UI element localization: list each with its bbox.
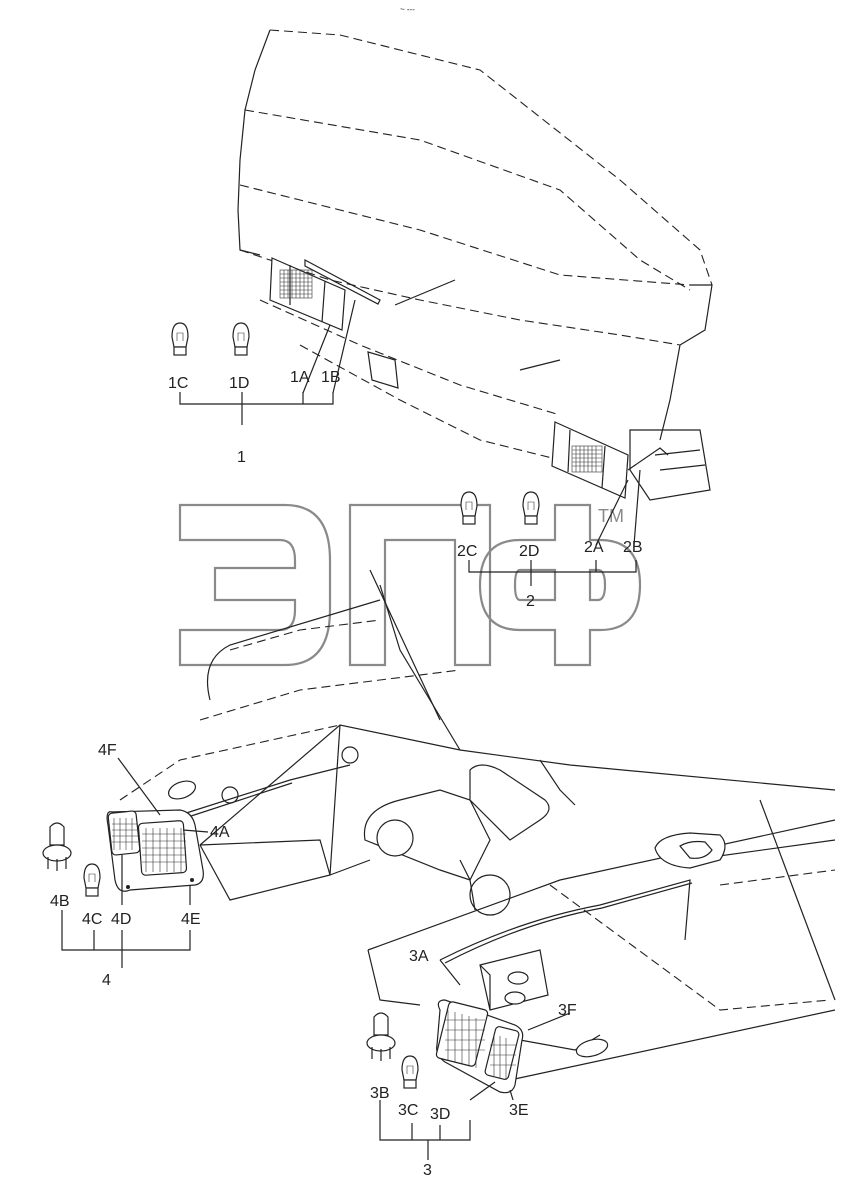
bulb-1D-icon	[232, 322, 250, 356]
label-4F: 4F	[98, 742, 117, 759]
label-4D: 4D	[111, 911, 131, 928]
label-3C: 3C	[398, 1102, 418, 1119]
leader-lines	[117, 299, 641, 1101]
label-1B: 1B	[321, 369, 341, 386]
rear-panel-assembly	[237, 29, 713, 501]
label-4B: 4B	[50, 893, 70, 910]
head-lamp-left	[106, 809, 204, 892]
callout-labels: 1C 1D 1A 1B 1 2C 2D 2A 2B 2 3A 3F 3B 3C …	[50, 369, 643, 1179]
label-2A: 2A	[584, 539, 604, 556]
watermark-logo: TM	[178, 503, 642, 667]
label-3D: 3D	[430, 1106, 450, 1123]
label-1C: 1C	[168, 375, 188, 392]
label-3F: 3F	[558, 1002, 577, 1019]
label-group-2: 2	[526, 593, 535, 610]
label-2C: 2C	[457, 543, 477, 560]
reflector	[367, 351, 399, 389]
label-4E: 4E	[181, 911, 201, 928]
tail-lamp-left	[269, 257, 381, 331]
group-brackets	[61, 392, 637, 1160]
bulb-3C-icon	[401, 1055, 419, 1089]
label-group-1: 1	[237, 449, 246, 466]
watermark-tm: TM	[598, 506, 624, 526]
header-mark: ~ ---	[400, 5, 415, 14]
bulbs	[42, 322, 540, 1089]
label-3E: 3E	[509, 1102, 529, 1119]
bulb-2D-icon	[522, 491, 540, 525]
head-lamp-right	[435, 999, 524, 1094]
label-1D: 1D	[229, 375, 249, 392]
label-2D: 2D	[519, 543, 539, 560]
label-3A: 3A	[409, 948, 429, 965]
label-2B: 2B	[623, 539, 643, 556]
label-1A: 1A	[290, 369, 310, 386]
label-3B: 3B	[370, 1085, 390, 1102]
bulb-2C-icon	[460, 491, 478, 525]
label-group-3: 3	[423, 1162, 432, 1179]
label-group-4: 4	[102, 972, 111, 989]
label-4C: 4C	[82, 911, 102, 928]
bulb-4C-icon	[83, 863, 101, 897]
bulb-4B-icon	[42, 822, 72, 871]
bulb-1C-icon	[171, 322, 189, 356]
tail-lamp-right	[551, 421, 669, 499]
chassis-frame	[119, 569, 836, 1081]
bulb-3B-icon	[366, 1012, 396, 1061]
label-4A: 4A	[210, 824, 230, 841]
